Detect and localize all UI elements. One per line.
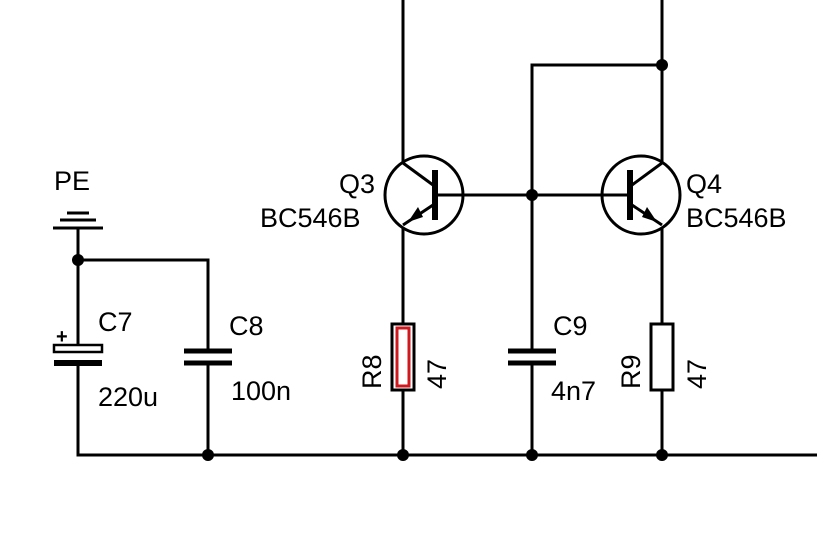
junctions bbox=[72, 59, 668, 461]
q4-collector-lead bbox=[631, 161, 663, 187]
capacitor-c9: C9 4n7 bbox=[508, 311, 596, 406]
junction-dot bbox=[397, 449, 409, 461]
q3-collector-lead bbox=[402, 161, 434, 187]
r9-body bbox=[649, 322, 675, 392]
c7-polarity-mark: + bbox=[56, 326, 68, 348]
c8-value-label: 100n bbox=[231, 376, 291, 406]
c9-value-label: 4n7 bbox=[551, 376, 596, 406]
capacitor-c7: + C7 220u bbox=[52, 307, 158, 412]
r8-body bbox=[390, 322, 416, 392]
wires bbox=[76, 0, 817, 457]
junction-dot bbox=[72, 254, 84, 266]
q3-emitter-arrow bbox=[408, 207, 423, 222]
q4-ref-label: Q4 bbox=[686, 169, 722, 199]
c7-value-label: 220u bbox=[98, 382, 158, 412]
transistor-q4: Q4 BC546B bbox=[600, 154, 787, 236]
q4-part-label: BC546B bbox=[686, 203, 787, 233]
junction-dot bbox=[526, 189, 538, 201]
c9-ref-label: C9 bbox=[553, 311, 588, 341]
pe-symbol: PE bbox=[53, 166, 103, 230]
resistor-r8: R8 47 bbox=[357, 322, 452, 392]
c7-positive-plate bbox=[52, 343, 104, 354]
junction-dot bbox=[656, 449, 668, 461]
resistor-r9: R9 47 bbox=[616, 322, 712, 392]
capacitor-c8: C8 100n bbox=[184, 311, 291, 406]
pe-label: PE bbox=[54, 166, 90, 196]
junction-dot bbox=[202, 449, 214, 461]
junction-dot bbox=[526, 449, 538, 461]
c8-ref-label: C8 bbox=[229, 311, 264, 341]
r8-ref-label: R8 bbox=[357, 354, 387, 389]
c7-ref-label: C7 bbox=[98, 307, 133, 337]
r8-value-label: 47 bbox=[422, 359, 452, 389]
junction-dot bbox=[656, 59, 668, 71]
r9-value-label: 47 bbox=[682, 359, 712, 389]
r8-highlight bbox=[395, 326, 411, 388]
q3-ref-label: Q3 bbox=[339, 169, 375, 199]
q4-emitter-arrow bbox=[642, 207, 657, 222]
q3-part-label: BC546B bbox=[260, 203, 361, 233]
r9-ref-label: R9 bbox=[616, 354, 646, 389]
transistor-q3: Q3 BC546B bbox=[260, 154, 465, 236]
c7-negative-plate bbox=[54, 360, 102, 366]
